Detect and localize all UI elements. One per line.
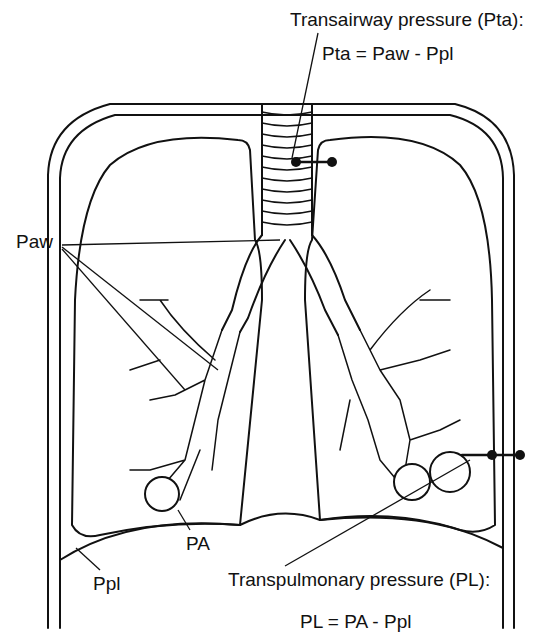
part-label: PA (186, 534, 210, 555)
part-label: Ppl (93, 574, 120, 595)
trachea-ring (262, 167, 312, 170)
part-label: Paw (16, 232, 53, 253)
trachea-ring (262, 189, 312, 192)
label-heading: Transairway pressure (Pta): (290, 10, 524, 31)
trachea-ring (262, 211, 312, 214)
trachea-ring (262, 145, 312, 148)
leader-lines (62, 33, 470, 570)
left-branches (130, 300, 240, 500)
trachea-ring (262, 222, 312, 225)
trachea (262, 105, 312, 235)
right-branches (338, 290, 460, 478)
alveolus (394, 464, 430, 500)
trachea-ring (262, 200, 312, 203)
trachea-ring (262, 134, 312, 137)
trachea-ring (262, 123, 312, 126)
right-lung (305, 137, 495, 532)
formula: Pta = Paw - Ppl (322, 44, 453, 65)
chest-wall-inner (60, 115, 503, 628)
trachea-ring (262, 156, 312, 159)
formula: PL = PA - Ppl (300, 612, 411, 633)
left-lung (72, 138, 262, 536)
left-bronchus (222, 235, 285, 332)
trachea-ring (262, 178, 312, 181)
trachea-ring (262, 112, 312, 115)
label-heading: Transpulmonary pressure (PL): (228, 570, 490, 591)
pressure-marker (296, 161, 332, 164)
diaphragm (60, 514, 503, 560)
alveolus (145, 477, 179, 511)
right-bronchus (290, 235, 360, 335)
chest-wall (48, 104, 514, 628)
